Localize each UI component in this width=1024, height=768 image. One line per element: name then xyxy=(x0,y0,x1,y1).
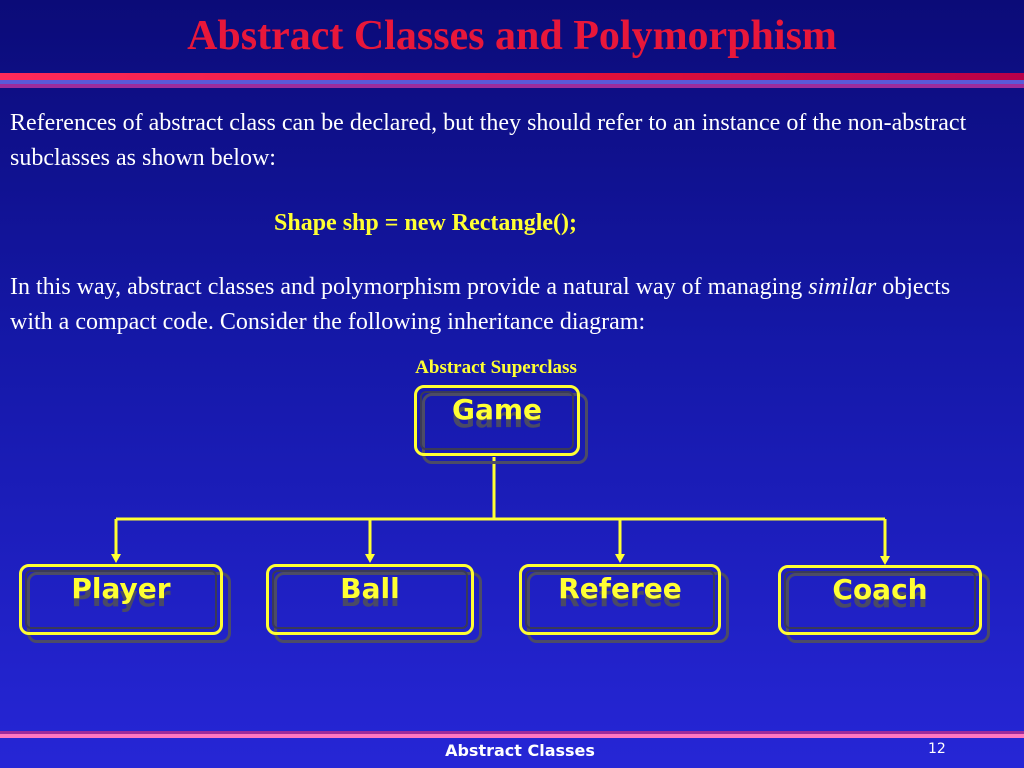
class-node-ball: Ball Ball xyxy=(266,564,482,643)
node-label: Referee xyxy=(558,572,682,605)
node-shadow-text: Ball xyxy=(340,580,400,613)
node-label: Ball xyxy=(340,572,400,605)
paragraph-text-end: objects with a compact code. Consider th… xyxy=(10,274,951,335)
arrowhead-coach xyxy=(880,556,890,565)
footer-title: Abstract Classes xyxy=(445,741,595,760)
node-shadow-text: Player xyxy=(71,580,171,613)
node-shadow-text: Game xyxy=(451,401,543,434)
paragraph-text: In this way, abstract classes and polymo… xyxy=(10,274,809,300)
class-node-game: Game Game xyxy=(414,385,588,464)
class-node-player: Player Player xyxy=(19,564,231,643)
slide-title: Abstract Classes and Polymorphism xyxy=(187,13,837,59)
title-divider xyxy=(0,73,1024,88)
node-label: Coach xyxy=(832,573,928,606)
emphasis-text: similar xyxy=(808,274,877,300)
class-node-coach: Coach Coach xyxy=(778,565,990,643)
code-example: Shape shp = new Rectangle(); xyxy=(274,210,578,236)
arrowhead-ball xyxy=(365,554,375,563)
node-label: Game xyxy=(451,393,543,426)
class-node-referee: Referee Referee xyxy=(519,564,729,643)
arrowhead-player xyxy=(111,554,121,563)
intro-paragraph: References of abstract class can be decl… xyxy=(10,110,967,171)
node-shadow-text: Referee xyxy=(558,580,682,613)
arrowhead-referee xyxy=(615,554,625,563)
page-number: 12 xyxy=(928,741,946,757)
node-shadow-text: Coach xyxy=(832,581,928,614)
footer-divider xyxy=(0,731,1024,738)
superclass-label: Abstract Superclass xyxy=(415,357,577,378)
explanation-paragraph: In this way, abstract classes and polymo… xyxy=(10,270,970,340)
node-label: Player xyxy=(71,572,171,605)
